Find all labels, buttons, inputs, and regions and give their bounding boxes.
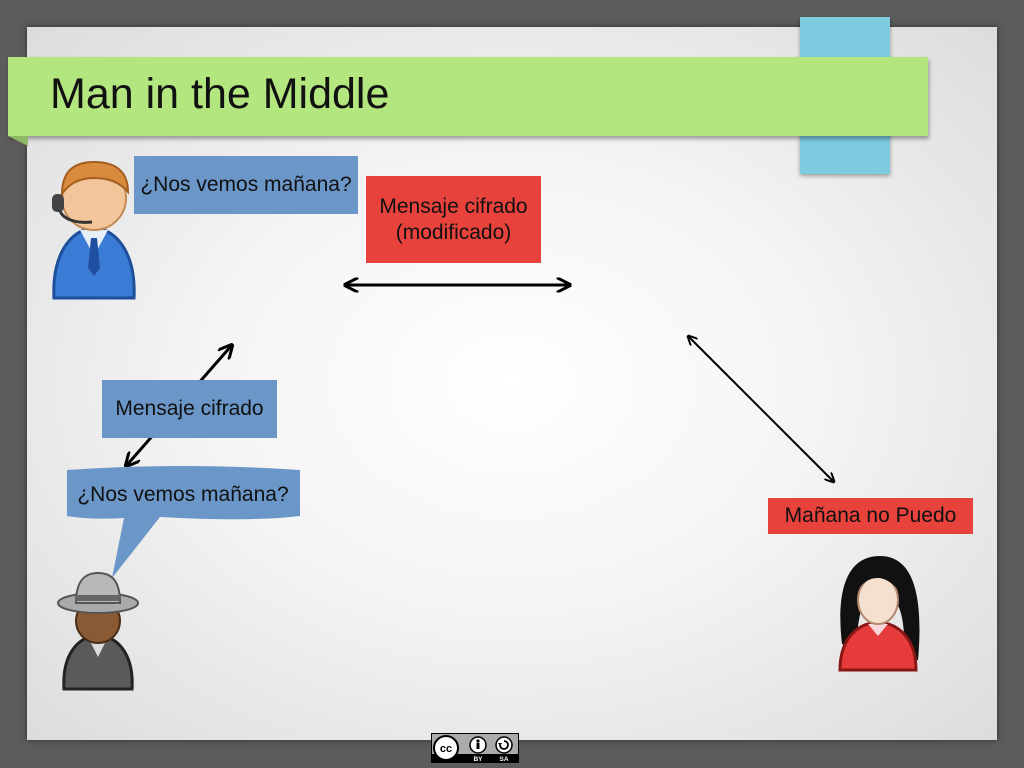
modified-cipher-box: Mensaje cifrado (modificado) [366, 176, 541, 263]
attacker-message-text: ¿Nos vemos mañana? [77, 483, 289, 506]
sender-message-box: ¿Nos vemos mañana? [134, 156, 358, 214]
license-badge: cc BY SA [431, 733, 519, 763]
attacker-person-icon [57, 571, 139, 691]
cipher-box: Mensaje cifrado [102, 380, 277, 438]
share-alike-icon [495, 736, 513, 754]
license-by-label: BY [473, 756, 483, 762]
slide-title: Man in the Middle [50, 70, 390, 118]
svg-text:cc: cc [440, 743, 452, 755]
title-bar [8, 57, 928, 146]
creative-commons-icon: cc BY SA [432, 734, 518, 763]
license-sa-label: SA [499, 756, 508, 762]
attacker-speech-bubble [67, 466, 300, 578]
receiver-reply-box: Mañana no Puedo [768, 498, 973, 534]
right-diagonal-arrow [688, 336, 834, 482]
receiver-person-icon [838, 556, 920, 672]
sender-person-icon [52, 160, 136, 300]
